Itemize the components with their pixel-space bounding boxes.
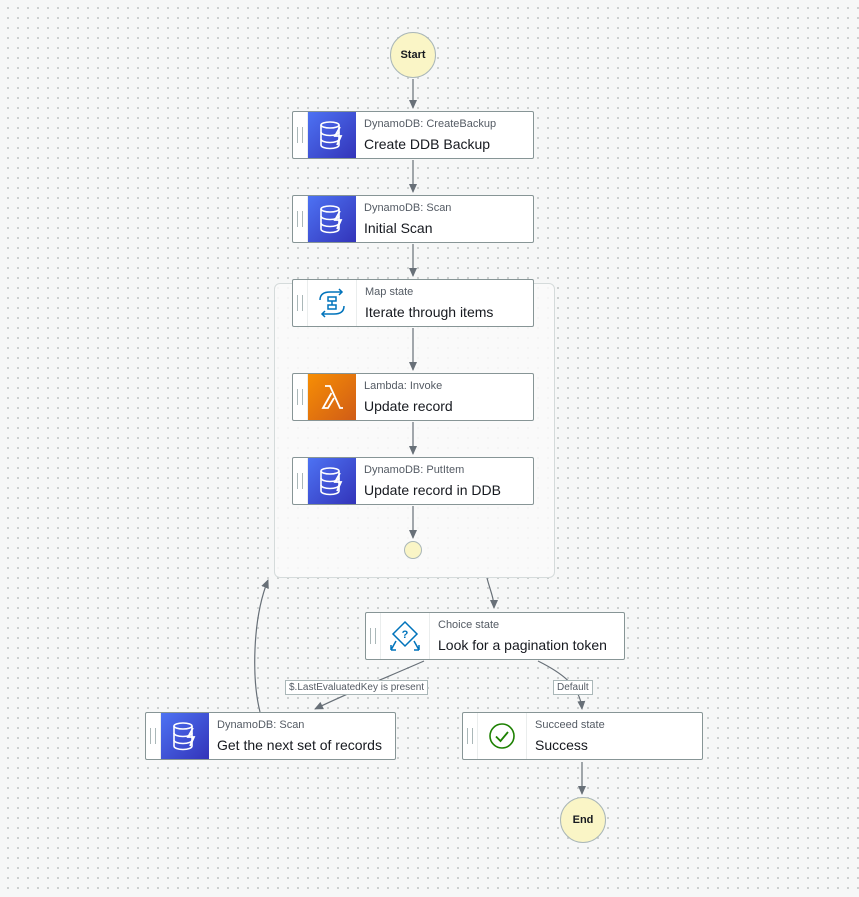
state-type: DynamoDB: Scan: [217, 719, 305, 731]
drag-handle[interactable]: [293, 280, 308, 326]
state-name: Update record in DDB: [364, 482, 501, 498]
drag-handle[interactable]: [293, 374, 308, 420]
state-update-record[interactable]: Lambda: Invoke Update record: [292, 373, 534, 421]
map-state-icon: [308, 280, 357, 326]
lambda-icon: [308, 374, 356, 420]
edge-map-to-choice: [486, 577, 498, 609]
drag-handle[interactable]: [293, 196, 308, 242]
state-type: DynamoDB: CreateBackup: [364, 118, 497, 130]
state-type: Succeed state: [535, 719, 605, 731]
start-node[interactable]: Start: [390, 32, 436, 78]
state-initial-scan[interactable]: DynamoDB: Scan Initial Scan: [292, 195, 534, 243]
succeed-check-icon: [478, 713, 527, 759]
state-name: Get the next set of records: [217, 737, 382, 753]
dynamodb-icon: [308, 196, 356, 242]
state-name: Look for a pagination token: [438, 637, 607, 653]
drag-handle[interactable]: [293, 112, 308, 158]
svg-text:?: ?: [402, 629, 409, 641]
end-node[interactable]: End: [560, 797, 606, 843]
state-name: Success: [535, 737, 588, 753]
edge-label-default[interactable]: Default: [553, 680, 593, 695]
map-state-container: [274, 283, 555, 578]
state-look-for-pagination-token[interactable]: ? Choice state Look for a pagination tok…: [365, 612, 625, 660]
edge-nextscan-to-map: [254, 579, 269, 713]
state-type: Lambda: Invoke: [364, 380, 443, 392]
choice-state-icon: ?: [381, 613, 430, 659]
map-end-node: [404, 541, 422, 559]
drag-handle[interactable]: [366, 613, 381, 659]
state-name: Initial Scan: [364, 220, 433, 236]
state-type: Map state: [365, 286, 414, 298]
state-update-record-in-ddb[interactable]: DynamoDB: PutItem Update record in DDB: [292, 457, 534, 505]
state-type: Choice state: [438, 619, 500, 631]
state-name: Update record: [364, 398, 453, 414]
dynamodb-icon: [161, 713, 209, 759]
state-get-next-set-of-records[interactable]: DynamoDB: Scan Get the next set of recor…: [145, 712, 396, 760]
start-label: Start: [400, 49, 426, 61]
end-label: End: [572, 814, 594, 826]
state-iterate-through-items[interactable]: Map state Iterate through items: [292, 279, 534, 327]
drag-handle[interactable]: [463, 713, 478, 759]
drag-handle[interactable]: [293, 458, 308, 504]
state-type: DynamoDB: Scan: [364, 202, 452, 214]
dynamodb-icon: [308, 112, 356, 158]
dynamodb-icon: [308, 458, 356, 504]
state-success[interactable]: Succeed state Success: [462, 712, 703, 760]
state-type: DynamoDB: PutItem: [364, 464, 465, 476]
state-create-ddb-backup[interactable]: DynamoDB: CreateBackup Create DDB Backup: [292, 111, 534, 159]
state-name: Create DDB Backup: [364, 136, 491, 152]
drag-handle[interactable]: [146, 713, 161, 759]
state-name: Iterate through items: [365, 304, 494, 320]
edge-label-pagination-present[interactable]: $.LastEvaluatedKey is present: [285, 680, 429, 695]
